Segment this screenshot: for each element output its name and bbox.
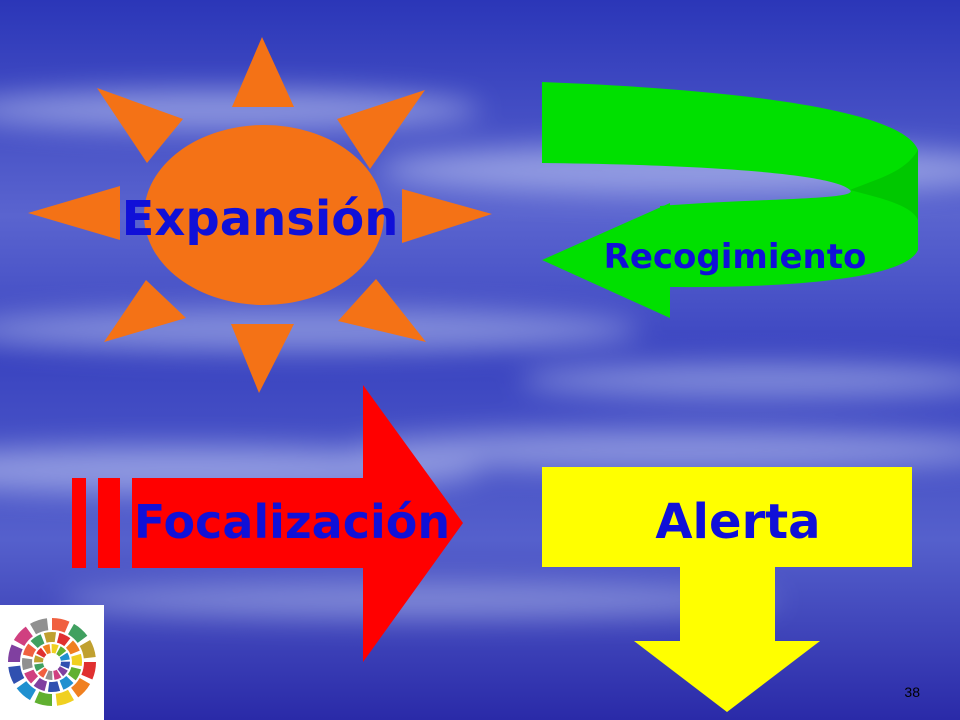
logo-wheel-segment — [47, 681, 61, 693]
logo-wheel-segment — [79, 640, 96, 659]
logo-wheel-segment — [81, 662, 96, 680]
alerta-down-arrow — [634, 567, 820, 712]
focalizacion-body — [132, 385, 463, 662]
recogimiento-band-shade — [850, 150, 918, 220]
logo-wheel-segment — [71, 653, 83, 667]
logo-wheel-segment — [34, 655, 44, 663]
logo-wheel-segment — [59, 652, 70, 661]
sun-ray-bottom — [231, 324, 294, 393]
sun-ray-top — [232, 37, 294, 107]
logo-wheel-segment — [36, 647, 47, 658]
logo-wheel-hub — [46, 656, 58, 668]
logo-wheel-segment — [8, 665, 25, 684]
focalizacion-stripe-2 — [98, 478, 120, 568]
logo-wheel-segment — [57, 666, 68, 677]
logo-wheel-icon — [0, 605, 104, 720]
logo-wheel-segment — [52, 618, 70, 633]
alerta-box: Alerta — [542, 467, 912, 712]
logo-wheel-segment — [45, 670, 53, 680]
sun-ray-top-left — [97, 88, 183, 163]
focalizacion-stripe-1 — [72, 478, 86, 568]
sun-ray-left — [28, 186, 120, 240]
expansion-label: Expansión — [122, 191, 399, 247]
logo-wheel-segment — [60, 661, 70, 669]
logo-wheel-segment — [8, 644, 23, 662]
logo-wheel-segment — [33, 677, 48, 692]
logo-wheel-segment — [67, 666, 82, 681]
logo-wheel-segment — [56, 632, 71, 647]
logo-wheel-segment — [43, 631, 57, 643]
logo-wheel-segment — [22, 643, 37, 658]
logo-wheel-segment — [30, 634, 45, 649]
logo-wheel-segment — [24, 669, 39, 684]
recogimiento-band — [542, 82, 918, 243]
recogimiento-label: Recogimiento — [604, 237, 867, 277]
logo-wheel-segment — [65, 640, 80, 655]
expansion-sun: Expansión — [28, 37, 492, 393]
logo-wheel-segment — [42, 644, 51, 655]
alerta-rect — [542, 467, 912, 567]
alerta-label: Alerta — [655, 494, 820, 550]
sun-ray-bottom-right — [338, 279, 426, 342]
recogimiento-arrowhead — [542, 203, 918, 318]
logo-wheel-segment — [51, 644, 59, 654]
logo-wheel-segment — [16, 681, 36, 701]
page-number: 38 — [904, 684, 920, 700]
logo-wheel-segment — [68, 623, 88, 643]
focalizacion-label: Focalización — [134, 495, 450, 549]
logo-wheel-segment — [13, 626, 33, 646]
logo-wheel-segment — [71, 678, 91, 698]
logo-wheel-segment — [30, 618, 49, 635]
logo-wheel-segment — [55, 689, 74, 706]
logo-wheel-segment — [34, 691, 52, 706]
focalizacion-arrow: Focalización — [72, 385, 463, 662]
sun-ray-top-right — [337, 90, 425, 169]
logo-wheel-segment — [34, 663, 45, 672]
recogimiento-arrow: Recogimiento — [542, 82, 918, 318]
sun-ray-right — [402, 189, 492, 243]
sun-ray-bottom-left — [104, 280, 186, 342]
logo-wheel-segment — [21, 657, 33, 671]
logo-wheel-segment — [56, 646, 67, 657]
logo-wheel-segment — [53, 669, 62, 680]
logo-wheel-segment — [37, 667, 48, 678]
sun-core — [144, 125, 384, 305]
logo-wheel-segment — [59, 675, 74, 690]
